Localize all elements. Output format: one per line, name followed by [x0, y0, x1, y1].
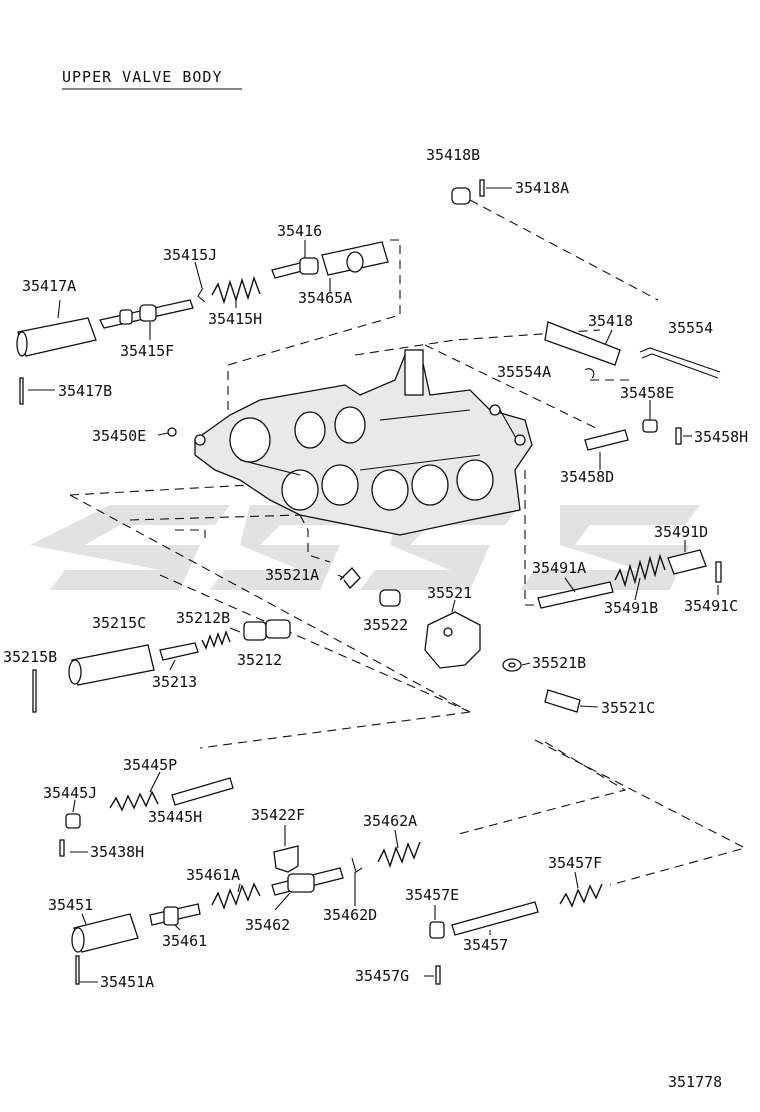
label-35445H: 35445H [148, 808, 202, 826]
label-35491B: 35491B [604, 599, 658, 617]
label-35418A: 35418A [515, 179, 569, 197]
label-35418: 35418 [588, 312, 633, 330]
illustration-number: 351778 [668, 1073, 722, 1091]
part-labels: 35418B 35418A 35416 35415J 35417A 35465A… [3, 146, 748, 991]
label-35457G: 35457G [355, 967, 409, 985]
label-35458H: 35458H [694, 428, 748, 446]
label-35416: 35416 [277, 222, 322, 240]
label-35445P: 35445P [123, 756, 177, 774]
label-35458D: 35458D [560, 468, 614, 486]
part-shapes [16, 179, 722, 985]
label-35461A: 35461A [186, 866, 240, 884]
label-35554A: 35554A [497, 363, 551, 381]
label-35554: 35554 [668, 319, 713, 337]
body-boss [404, 349, 424, 396]
label-35450E: 35450E [92, 427, 146, 445]
label-35445J: 35445J [43, 784, 97, 802]
label-35522: 35522 [363, 616, 408, 634]
leader-lines [28, 187, 719, 983]
label-35415J: 35415J [163, 246, 217, 264]
label-35521: 35521 [427, 584, 472, 602]
label-35451: 35451 [48, 896, 93, 914]
label-35521B: 35521B [532, 654, 586, 672]
label-35213: 35213 [152, 673, 197, 691]
label-35491C: 35491C [684, 597, 738, 615]
label-35457E: 35457E [405, 886, 459, 904]
label-35438H: 35438H [90, 843, 144, 861]
label-35457: 35457 [463, 936, 508, 954]
label-35415H: 35415H [208, 310, 262, 328]
label-35212B: 35212B [176, 609, 230, 627]
label-35461: 35461 [162, 932, 207, 950]
label-35417B: 35417B [58, 382, 112, 400]
label-35458E: 35458E [620, 384, 674, 402]
label-35212: 35212 [237, 651, 282, 669]
label-35491A: 35491A [532, 559, 586, 577]
label-35417A: 35417A [22, 277, 76, 295]
label-35422F: 35422F [251, 806, 305, 824]
label-35491D: 35491D [654, 523, 708, 541]
label-35457F: 35457F [548, 854, 602, 872]
label-35215B: 35215B [3, 648, 57, 666]
label-35451A: 35451A [100, 973, 154, 991]
label-35418B: 35418B [426, 146, 480, 164]
upper-valve-body [194, 349, 533, 536]
label-35465A: 35465A [298, 289, 352, 307]
label-35521C: 35521C [601, 699, 655, 717]
label-35415F: 35415F [120, 342, 174, 360]
label-35462: 35462 [245, 916, 290, 934]
label-35521A: 35521A [265, 566, 319, 584]
assembly-dashed-lines [69, 199, 747, 886]
label-35215C: 35215C [92, 614, 146, 632]
diagram-title: UPPER VALVE BODY [62, 68, 223, 86]
label-35462D: 35462D [323, 906, 377, 924]
label-35462A: 35462A [363, 812, 417, 830]
